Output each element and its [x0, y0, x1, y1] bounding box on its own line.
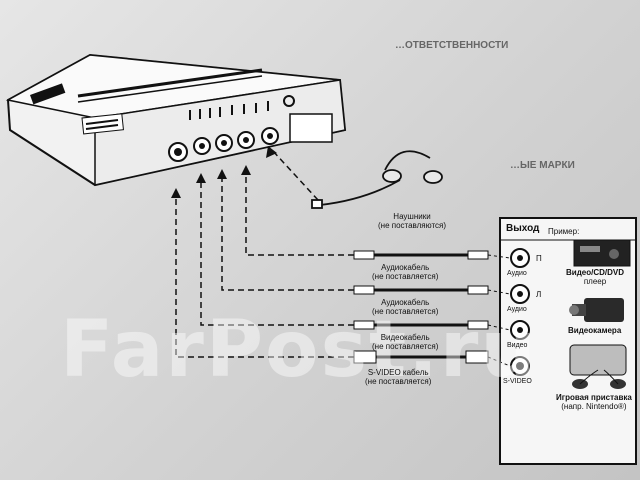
port-label-video: Видео: [507, 342, 528, 349]
output-title: Выход: [506, 223, 540, 234]
cable-svideo: [353, 350, 489, 364]
video-cable-label: Видеокабель(не поставляется): [372, 333, 439, 351]
headphones-label: Наушники(не поставляются): [378, 212, 447, 230]
capture-device: [5, 53, 347, 187]
heading-top: …ОТВЕТСТВЕННОСТИ: [395, 40, 509, 51]
arrow-heads: [171, 146, 277, 198]
port-side-r: П: [536, 254, 542, 263]
dvd-player-icon: [573, 239, 631, 267]
cable-audio-2: [353, 285, 489, 295]
example-label: Пример:: [548, 227, 580, 236]
device-label-console: Игровая приставка(напр. Nintendo®): [556, 393, 632, 411]
port-label-audio-l: Аудио: [507, 306, 527, 313]
brand-badge: [30, 83, 66, 105]
output-panel: [499, 217, 637, 465]
front-window: [289, 113, 333, 143]
heading-middle: …ЫЕ МАРКИ: [510, 160, 575, 171]
headphones-icon: [311, 150, 443, 209]
connection-arrows: [175, 149, 354, 358]
cable-video: [353, 320, 489, 330]
panel-links: [487, 254, 511, 367]
game-console-icon: [569, 344, 627, 389]
port-label-svideo: S-VIDEO: [503, 378, 532, 385]
cable-audio-1: [353, 250, 489, 260]
device-label-camcorder: Видеокамера: [568, 326, 622, 335]
port-label-audio-r: Аудио: [507, 270, 527, 277]
port-side-l: Л: [536, 290, 542, 299]
watermark-text: FarPost.ru: [60, 305, 538, 395]
camcorder-icon: [569, 298, 624, 322]
audio-cable-1-label: Аудиокабель(не поставляется): [372, 263, 439, 281]
audio-cable-2-label: Аудиокабель(не поставляется): [372, 298, 439, 316]
svideo-cable-label: S-VIDEO кабель(не поставляется): [365, 368, 432, 386]
led-row: [189, 95, 295, 120]
